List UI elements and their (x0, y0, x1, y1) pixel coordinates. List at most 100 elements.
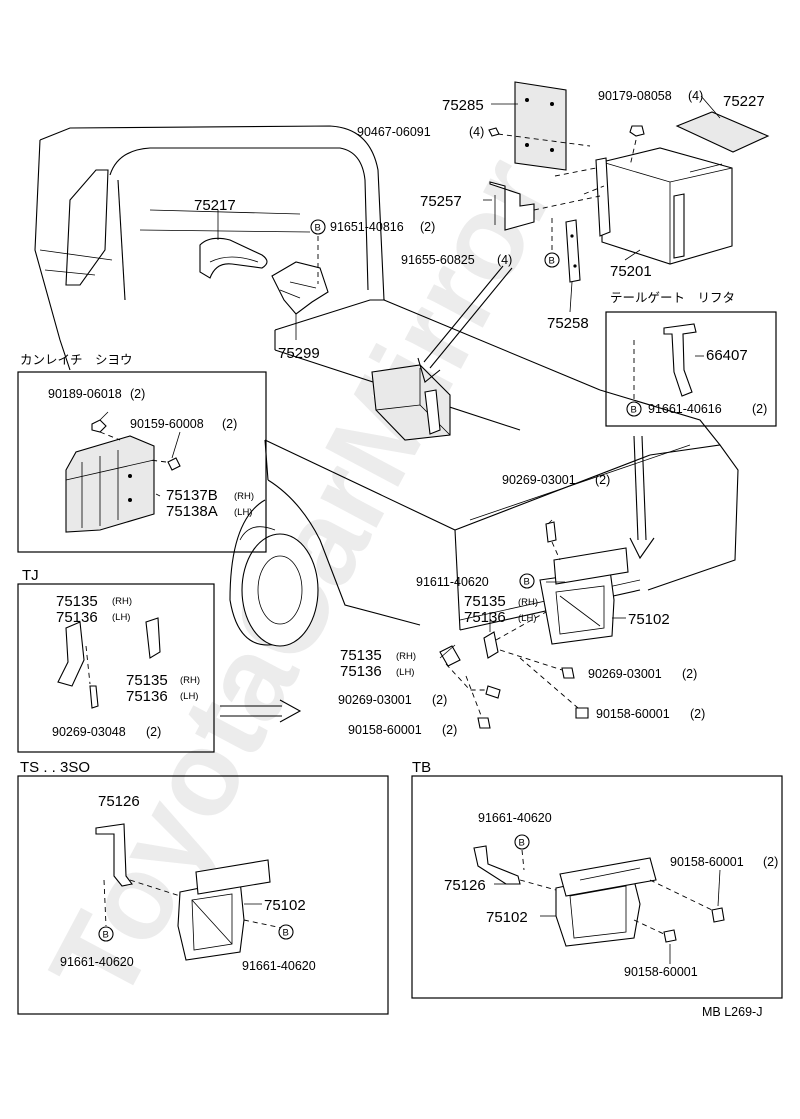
main-leader-lines (217, 95, 721, 340)
tb-leaders (494, 849, 721, 964)
label-75285: 75285 (442, 97, 484, 114)
tj-inset (17, 583, 215, 753)
tj-bracket-right (145, 617, 161, 659)
label-90158-left-qty: (2) (442, 723, 457, 737)
ts-title: TS . . 3SO (20, 759, 90, 776)
label-90189-qty: (2) (130, 387, 145, 401)
label-91661-40616-qty: (2) (752, 402, 767, 416)
label-75136-m: 75136 (340, 663, 382, 680)
mat-75227 (675, 111, 770, 153)
tb-inset-labels: TB 91661-40620 75126 75102 90158-60001 (… (412, 759, 778, 979)
label-tj-lh-b: (LH) (180, 691, 198, 702)
label-90269-right: 90269-03001 (588, 667, 662, 681)
tj-arrow (220, 699, 302, 723)
cold-inset-leaders (99, 411, 181, 497)
label-75217: 75217 (194, 197, 236, 214)
circled-b-markers: B B B B B B B (98, 219, 642, 942)
label-90467-06091: 90467-06091 (357, 125, 431, 139)
label-cold-area: カンレイチ シヨウ (20, 353, 133, 367)
label-ts-75102: 75102 (264, 897, 306, 914)
hook-75217 (199, 237, 268, 279)
label-75137b: 75137B (166, 487, 218, 504)
label-91655-60825: 91655-60825 (401, 253, 475, 267)
b-mark-3: B (631, 405, 637, 416)
tj-inset-labels: TJ 75135 (RH) 75136 (LH) 75135 (RH) 7513… (22, 567, 200, 739)
label-90158-right: 90158-60001 (596, 707, 670, 721)
label-tj-75136-b: 75136 (126, 688, 168, 705)
label-90158-right-qty: (2) (690, 707, 705, 721)
label-ts-91661-b: 91661-40620 (242, 959, 316, 973)
label-90179-qty: (4) (688, 89, 703, 103)
label-tj-75136-a: 75136 (56, 609, 98, 626)
ts-bracket-75126 (95, 823, 133, 887)
label-tj-rh-b: (RH) (180, 675, 200, 686)
tb-title: TB (412, 759, 431, 776)
b-mark-2: B (549, 256, 555, 267)
label-tailgate-lifter: テールゲート リフタ (610, 291, 735, 305)
label-91651-40816: 91651-40816 (330, 220, 404, 234)
plate-75285 (514, 81, 567, 171)
label-91661-40616: 91661-40616 (648, 402, 722, 416)
label-75227: 75227 (723, 93, 765, 110)
label-75299: 75299 (278, 345, 320, 362)
cold-inset-labels: 90189-06018 (2) 90159-60008 (2) 75137B (… (48, 387, 254, 520)
tb-plate-75102 (555, 857, 657, 947)
cold-area-inset (17, 371, 267, 553)
truck-bed-drawing (34, 125, 739, 647)
label-tb-75126: 75126 (444, 877, 486, 894)
arrow-to-bed (417, 265, 513, 383)
ts-leaders (103, 879, 283, 929)
bolt-90159 (167, 457, 181, 471)
diagram-code: MB L269-J (702, 1005, 762, 1019)
label-91611-40620: 91611-40620 (416, 575, 489, 589)
plate-bracket-75102 (539, 547, 629, 645)
label-tb-90158-a-qty: (2) (763, 855, 778, 869)
label-90269-mid: 90269-03001 (338, 693, 412, 707)
label-cold-rh: (RH) (234, 491, 254, 502)
bracket-75299 (271, 261, 329, 315)
label-tj-rh-a: (RH) (112, 596, 132, 607)
label-75257: 75257 (420, 193, 462, 210)
label-ts-75126: 75126 (98, 793, 140, 810)
tj-title: TJ (22, 567, 39, 584)
label-75136-r: 75136 (464, 609, 506, 626)
label-rh-m: (RH) (396, 651, 416, 662)
label-rh-r: (RH) (518, 597, 538, 608)
plate-75137b-75138a (65, 435, 155, 533)
ts-plate-75102 (177, 859, 271, 961)
tb-bracket-75126 (473, 845, 521, 885)
label-tj-lh-a: (LH) (112, 612, 130, 623)
label-91655-qty: (4) (497, 253, 512, 267)
tj-bracket-left (57, 621, 85, 687)
main-lower-labels: 90269-03001 (2) 91611-40620 75135 (RH) 7… (338, 473, 705, 737)
label-tj-90269-03048: 90269-03048 (52, 725, 126, 739)
label-90159-qty: (2) (222, 417, 237, 431)
lifter-66407 (663, 323, 697, 397)
label-90467-qty: (4) (469, 125, 484, 139)
nut-90189 (91, 419, 107, 433)
tailgate-lifter-inset (605, 311, 777, 427)
label-lh-r: (LH) (518, 613, 536, 624)
label-tj-75135-a: 75135 (56, 593, 98, 610)
label-90179-08058: 90179-08058 (598, 89, 672, 103)
bolt-90179 (629, 125, 645, 137)
label-90269-top: 90269-03001 (502, 473, 576, 487)
label-91651-40816-qty: (2) (420, 220, 435, 234)
label-75135-m: 75135 (340, 647, 382, 664)
label-tb-75102: 75102 (486, 909, 528, 926)
bracket-75257 (489, 181, 535, 231)
label-90269-mid-qty: (2) (432, 693, 447, 707)
label-90269-right-qty: (2) (682, 667, 697, 681)
label-tb-91661: 91661-40620 (478, 811, 552, 825)
b-mark-1: B (315, 223, 321, 234)
label-90189-06018: 90189-06018 (48, 387, 122, 401)
label-90159-60008: 90159-60008 (130, 417, 204, 431)
tb-bolts (663, 907, 725, 943)
label-tj-90269-qty: (2) (146, 725, 161, 739)
ts-inset-labels: TS . . 3SO 75126 75102 91661-40620 91661… (20, 759, 316, 973)
label-90269-top-qty: (2) (595, 473, 610, 487)
bracket-75258 (565, 219, 581, 283)
tb-inset (411, 775, 783, 999)
b-mark-6: B (283, 928, 289, 939)
